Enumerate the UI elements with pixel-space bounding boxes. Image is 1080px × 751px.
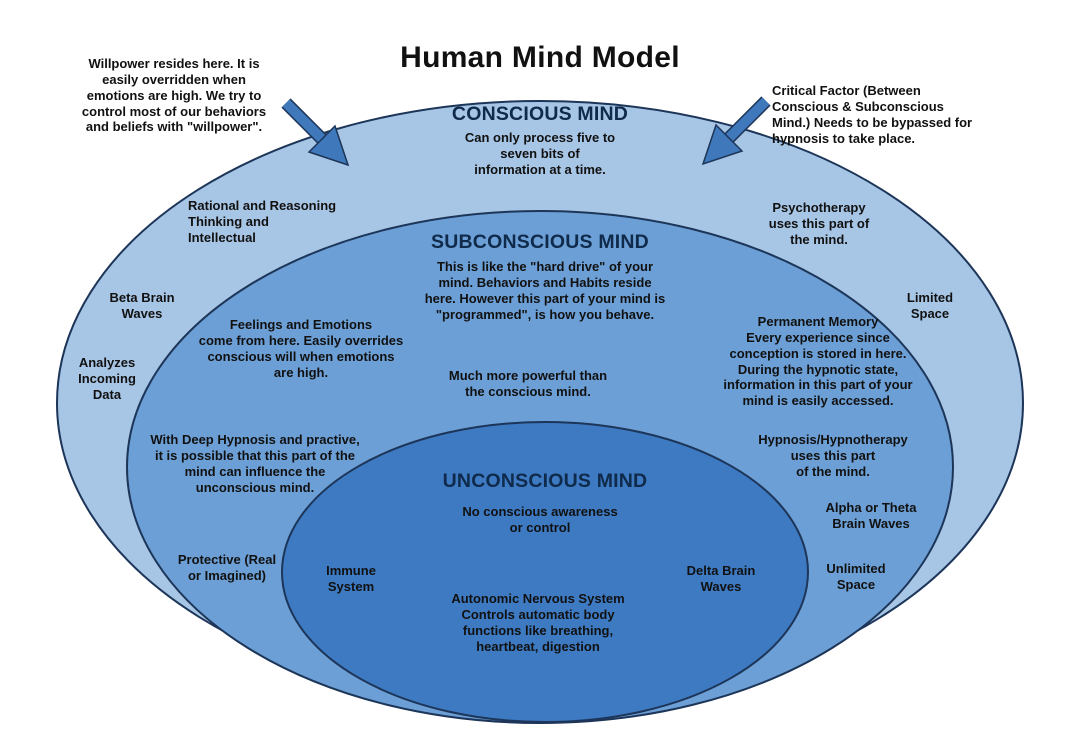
hypnotherapy-label: Hypnosis/Hypnotherapy uses this part of … xyxy=(758,432,908,479)
diagram-title: Human Mind Model xyxy=(400,41,680,74)
deep-hypnosis-label: With Deep Hypnosis and practive, it is p… xyxy=(150,432,360,495)
delta-waves-label: Delta Brain Waves xyxy=(686,563,756,594)
feelings-label: Feelings and Emotions come from here. Ea… xyxy=(198,317,404,380)
rational-label: Rational and Reasoning Thinking and Inte… xyxy=(188,198,337,245)
subconscious-mind-heading: SUBCONSCIOUS MIND xyxy=(431,231,649,253)
unconscious-mind-description: No conscious awareness or control xyxy=(462,504,618,535)
protective-label: Protective (Real or Imagined) xyxy=(177,552,277,583)
conscious-mind-description: Can only process five to seven bits of i… xyxy=(464,130,616,177)
autonomic-label: Autonomic Nervous System Controls automa… xyxy=(451,591,625,654)
unlimited-space-label: Unlimited Space xyxy=(826,561,886,592)
conscious-mind-heading: CONSCIOUS MIND xyxy=(451,103,629,125)
permanent-memory-label: Permanent Memory Every experience since … xyxy=(723,314,913,409)
critical-factor-note: Critical Factor (Between Conscious & Sub… xyxy=(772,83,973,146)
unconscious-mind-heading: UNCONSCIOUS MIND xyxy=(442,470,648,492)
analyzes-label: Analyzes Incoming Data xyxy=(78,355,136,402)
alpha-theta-label: Alpha or Theta Brain Waves xyxy=(825,500,917,531)
critical-factor-arrow xyxy=(701,96,771,166)
immune-system-label: Immune System xyxy=(326,563,376,594)
willpower-note: Willpower resides here. It is easily ove… xyxy=(81,56,267,135)
limited-space-label: Limited Space xyxy=(906,290,954,321)
powerful-label: Much more powerful than the conscious mi… xyxy=(448,368,608,399)
unconscious-mind-ellipse xyxy=(281,421,809,723)
psychotherapy-label: Psychotherapy uses this part of the mind… xyxy=(768,200,870,247)
subconscious-mind-description: This is like the "hard drive" of your mi… xyxy=(424,259,666,322)
beta-waves-label: Beta Brain Waves xyxy=(109,290,175,321)
willpower-arrow xyxy=(281,98,350,167)
